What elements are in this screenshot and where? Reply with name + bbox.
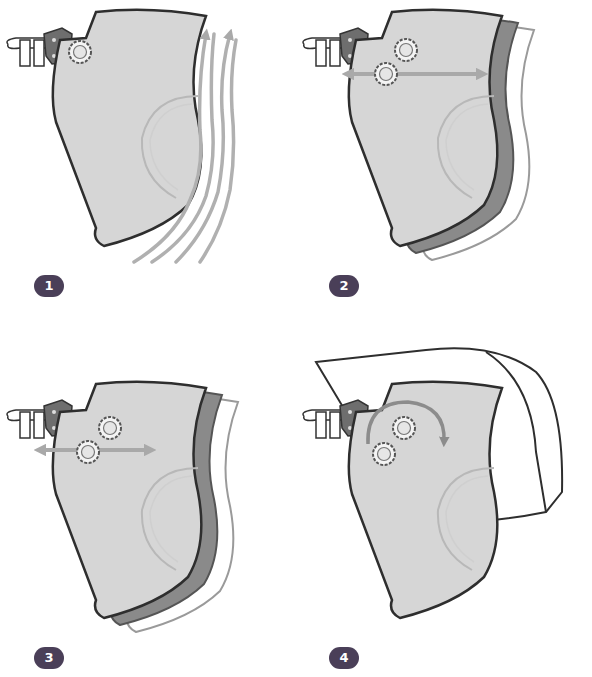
callout-number: 1: [34, 275, 64, 297]
callout-number: 2: [329, 275, 359, 297]
callout-number: 3: [34, 647, 64, 669]
callout-number: 4: [329, 647, 359, 669]
